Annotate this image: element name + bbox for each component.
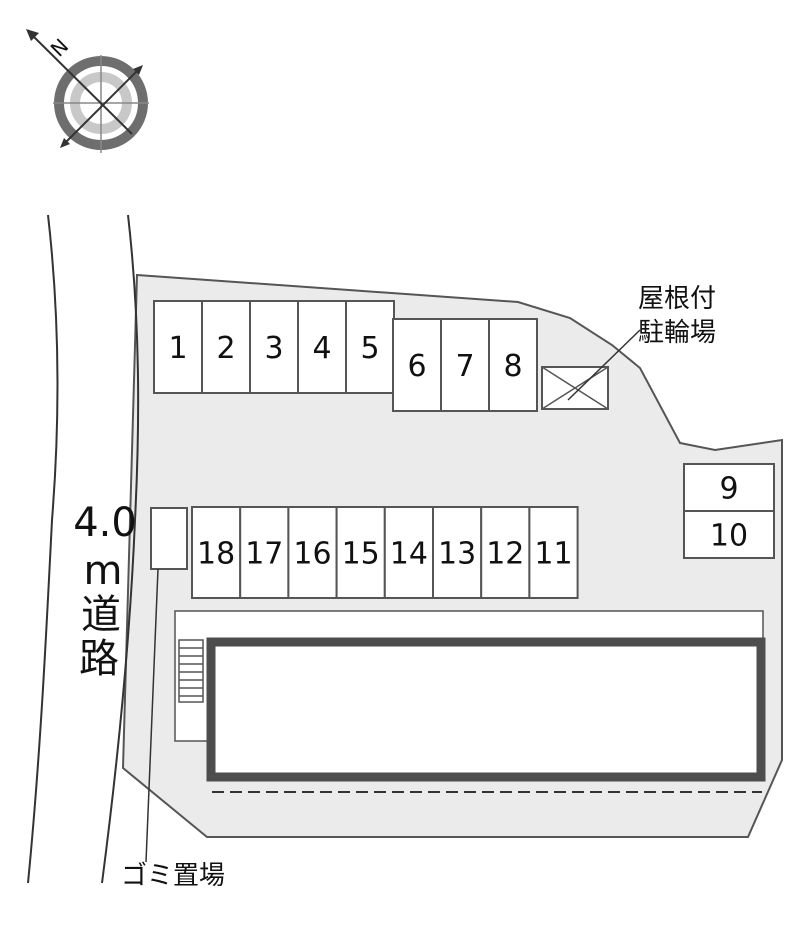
road-name-label-2: 路	[79, 636, 119, 682]
parking-slot-3: 3	[249, 300, 299, 394]
parking-row-side: 910	[683, 463, 775, 559]
bicycle-parking-label-2: 駐輪場	[638, 318, 716, 348]
parking-slot-box	[153, 300, 203, 394]
parking-slot-16: 16	[287, 506, 338, 599]
parking-slot-17: 17	[239, 506, 290, 599]
parking-slot-15: 15	[335, 506, 386, 599]
parking-slot-10: 10	[683, 510, 775, 559]
parking-slot-number: 8	[503, 349, 522, 384]
crossed-box-icon	[541, 366, 609, 410]
parking-slot-box	[239, 506, 290, 599]
parking-slot-box	[528, 506, 579, 599]
parking-slot-number: 18	[197, 537, 235, 572]
parking-slot-box	[480, 506, 531, 599]
parking-slot-number: 17	[245, 537, 283, 572]
road-unit-label: m	[84, 548, 123, 594]
parking-slot-number: 10	[710, 519, 748, 554]
compass-north-label: N	[46, 34, 74, 62]
parking-slot-number: 6	[407, 349, 426, 384]
road-width-label: 4.0	[73, 500, 137, 546]
road-edge-right	[101, 214, 140, 884]
parking-row-middle: 18 17 16 15 14 13 12 11	[191, 506, 579, 599]
parking-slot-number: 12	[486, 537, 524, 572]
parking-slot-9: 9	[683, 463, 775, 512]
parking-slot-box	[432, 506, 483, 599]
parking-slot-number: 2	[216, 331, 235, 366]
parking-slot-7: 7	[440, 318, 490, 412]
compass-rose-icon: N	[26, 29, 149, 153]
parking-slot-box	[488, 318, 538, 412]
parking-slot-11: 11	[528, 506, 579, 599]
parking-slot-number: 11	[534, 537, 572, 572]
parking-slot-18: 18	[191, 506, 242, 599]
parking-slot-number: 5	[360, 331, 379, 366]
parking-slot-13: 13	[432, 506, 483, 599]
parking-slot-number: 3	[264, 331, 283, 366]
bicycle-parking-label-1: 屋根付	[638, 284, 716, 314]
parking-slot-6: 6	[392, 318, 442, 412]
road-edge-left	[27, 214, 59, 884]
parking-slot-12: 12	[480, 506, 531, 599]
garbage-label-leader	[145, 568, 159, 863]
parking-slot-box	[683, 510, 775, 559]
parking-slot-number: 13	[438, 537, 476, 572]
parking-slot-8: 8	[488, 318, 538, 412]
parking-slot-number: 14	[390, 537, 428, 572]
parking-slot-5: 5	[345, 300, 395, 394]
parking-slot-1: 1	[153, 300, 203, 394]
parking-slot-14: 14	[383, 506, 434, 599]
parking-slot-4: 4	[297, 300, 347, 394]
parking-slot-box	[683, 463, 775, 512]
garbage-area-label: ゴミ置場	[121, 861, 225, 891]
parking-slot-number: 7	[455, 349, 474, 384]
garbage-area-box	[150, 507, 188, 570]
parking-slot-2: 2	[201, 300, 251, 394]
parking-slot-number: 1	[168, 331, 187, 366]
building	[206, 637, 766, 782]
parking-slot-box	[201, 300, 251, 394]
bicycle-label-leader	[567, 329, 641, 401]
stairs-icon	[178, 639, 204, 703]
parking-slot-number: 4	[312, 331, 331, 366]
parking-slot-number: 15	[342, 537, 380, 572]
road-name-label-1: 道	[81, 592, 121, 638]
parking-slot-number: 16	[293, 537, 331, 572]
parking-slot-box	[297, 300, 347, 394]
parking-slot-number: 9	[719, 472, 738, 507]
parking-slot-box	[191, 506, 242, 599]
